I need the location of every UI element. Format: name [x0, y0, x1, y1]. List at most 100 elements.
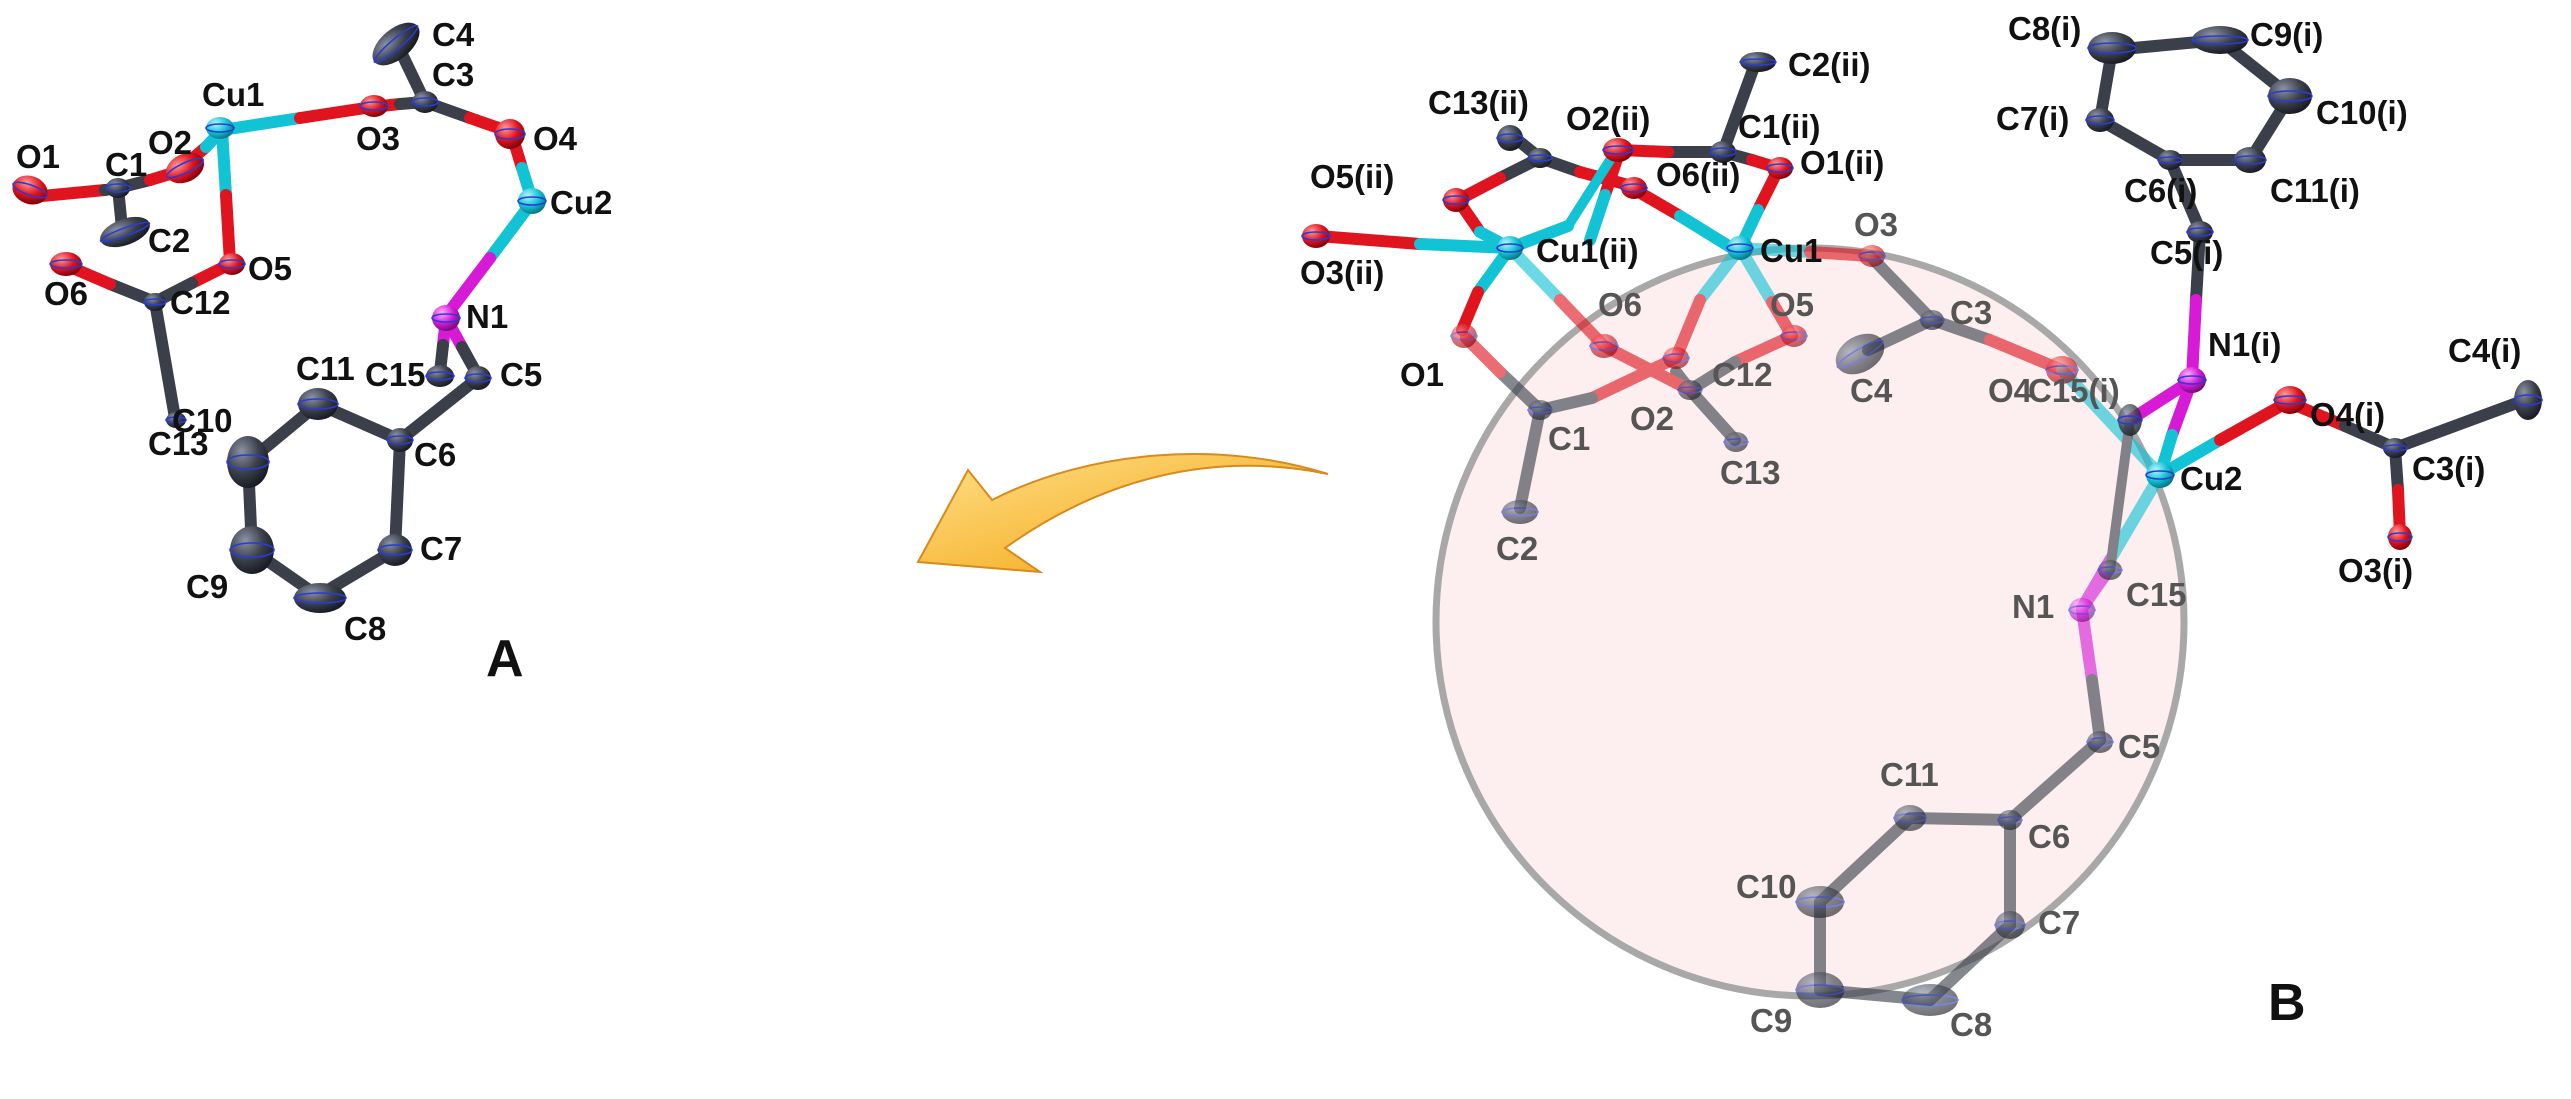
- panel-label-a: A: [486, 630, 524, 688]
- atom-c2ii: [1739, 52, 1777, 72]
- atom-o4: [494, 119, 526, 149]
- panel-a-labels: O1 C1 O2 C2 Cu1 O3 C3 C4 O4 Cu2 O5 O6 C1…: [16, 16, 612, 647]
- label-o5: O5: [248, 250, 292, 287]
- atom-c9: [229, 526, 275, 574]
- label-o2: O2: [148, 124, 192, 161]
- atom-o2ii: [1602, 138, 1634, 162]
- bond-cu1-o3: [216, 112, 306, 136]
- bond-cu2-o4i-b: [2214, 396, 2294, 446]
- label-o5ii: O5(ii): [1310, 158, 1394, 195]
- atom-o2: [1662, 347, 1690, 369]
- atom-c9i: [2191, 26, 2249, 54]
- atom-c4i: [2513, 380, 2543, 420]
- label-cu1: Cu1: [1760, 232, 1822, 269]
- atom-c8: [1901, 984, 1959, 1016]
- atom-o6: [1589, 334, 1619, 358]
- bond-o3ii-cu1ii-b: [1414, 238, 1516, 254]
- atom-cu2: [2145, 462, 2175, 488]
- atom-c12ii: [1527, 148, 1553, 168]
- bond-cu1-o5: [216, 124, 232, 201]
- label-c10: C10: [172, 402, 233, 439]
- panel-b-atoms-outer: [1301, 26, 2543, 550]
- atom-c3: [1919, 310, 1945, 330]
- bond-o2-c1: [1586, 352, 1682, 404]
- label-c5i: C5(i): [2150, 234, 2223, 271]
- label-c6: C6: [2028, 818, 2070, 855]
- atom-c1: [1527, 400, 1553, 420]
- atom-c5i: [2186, 221, 2214, 243]
- atom-c9: [1795, 972, 1845, 1008]
- label-c1: C1: [105, 146, 147, 183]
- label-o3: O3: [1854, 206, 1898, 243]
- atom-c3i: [2382, 438, 2408, 458]
- atom-c10: [226, 436, 270, 488]
- label-c10: C10: [1736, 868, 1797, 905]
- atom-o1ii: [1766, 157, 1794, 179]
- atom-c15: [2097, 560, 2123, 580]
- atom-o5: [1780, 325, 1808, 347]
- atom-cu1: [1726, 236, 1754, 260]
- label-c10i: C10(i): [2316, 94, 2408, 131]
- atom-c2: [99, 216, 151, 248]
- label-o4: O4: [533, 120, 578, 157]
- label-c7: C7: [420, 530, 462, 567]
- atom-c7i: [2085, 108, 2115, 132]
- label-c4: C4: [1850, 372, 1893, 409]
- label-c2: C2: [1496, 530, 1538, 567]
- atom-c6i: [2157, 150, 2183, 170]
- bond-c5-c6: [2004, 734, 2106, 826]
- label-c6i: C6(i): [2124, 172, 2197, 209]
- panel-b-atoms-inner: [1450, 245, 2123, 1016]
- panel-a: O1 C1 O2 C2 Cu1 O3 C3 C4 O4 Cu2 O5 O6 C1…: [12, 16, 612, 688]
- bond-c3i-c4i: [2389, 394, 2531, 454]
- label-o3ii: O3(ii): [1300, 254, 1384, 291]
- atom-c10i: [2267, 78, 2313, 114]
- atom-c2: [1501, 500, 1539, 524]
- label-c11: C11: [296, 350, 355, 387]
- label-c3: C3: [1950, 294, 1992, 331]
- atom-cu2: [517, 188, 547, 214]
- atom-o3ii: [1301, 224, 1331, 248]
- label-n1i: N1(i): [2208, 326, 2281, 363]
- label-n1: N1: [466, 298, 508, 335]
- label-o2ii: O2(ii): [1566, 100, 1650, 137]
- bond-o3-c3: [1864, 250, 1938, 326]
- label-o5: O5: [1770, 286, 1814, 323]
- bond-c11-c10: [1814, 812, 1916, 908]
- bond-o3ii-cu1ii: [1312, 230, 1426, 250]
- atom-c6: [386, 428, 414, 452]
- atom-c4: [1835, 333, 1885, 375]
- bond-c15i-n1-x: [2105, 415, 2135, 575]
- atom-c5: [2086, 731, 2114, 753]
- panel-b: C2(ii) C13(ii) O2(ii) C1(ii) O1(ii) O6(i…: [1300, 10, 2543, 1043]
- atom-n1: [431, 305, 461, 331]
- label-o1: O1: [16, 138, 60, 175]
- bond-c5i-n1i-b: [2186, 294, 2202, 384]
- atom-c1: [105, 178, 131, 198]
- label-c8i: C8(i): [2008, 10, 2081, 47]
- panel-label-b: B: [2268, 974, 2306, 1032]
- atom-c13: [165, 412, 187, 428]
- label-c7: C7: [2038, 904, 2080, 941]
- atom-n1: [2068, 598, 2096, 622]
- label-c8: C8: [344, 610, 386, 647]
- atom-c13ii: [1496, 125, 1524, 151]
- atom-c7: [377, 534, 413, 566]
- atom-c1ii: [1709, 141, 1737, 163]
- label-c9: C9: [186, 568, 228, 605]
- label-o1: O1: [1400, 356, 1444, 393]
- atom-c12: [1677, 380, 1703, 400]
- atom-cu1: [205, 117, 235, 139]
- bond-n1-c5-b: [2086, 674, 2106, 746]
- atom-c8: [293, 583, 347, 613]
- bond-cu1-o3-b: [294, 101, 378, 124]
- atom-c12: [143, 293, 167, 311]
- label-o3: O3: [356, 120, 400, 157]
- label-o2: O2: [1630, 400, 1674, 437]
- atom-c3: [411, 91, 439, 113]
- label-c1ii: C1(ii): [1738, 108, 1821, 145]
- label-o4: O4: [1988, 372, 2033, 409]
- label-o6: O6: [44, 275, 88, 312]
- bond-cu2-n1: [2104, 469, 2166, 566]
- curved-arrow: [916, 453, 1329, 574]
